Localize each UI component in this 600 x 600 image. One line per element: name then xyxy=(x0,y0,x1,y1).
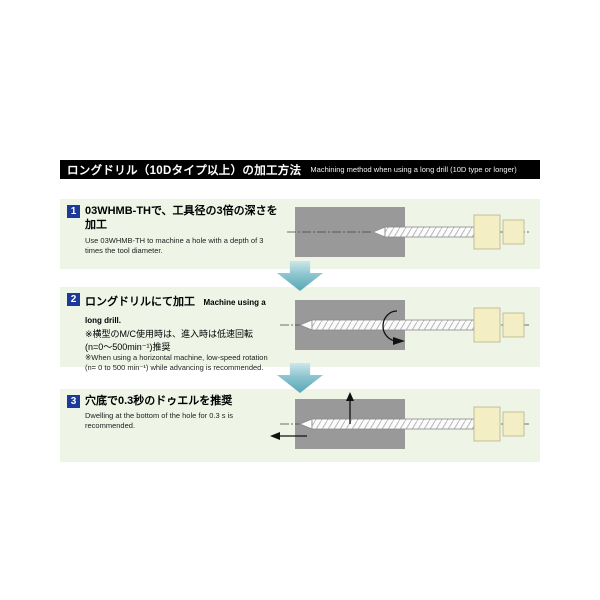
step2-note-en-1: ※When using a horizontal machine, low-sp… xyxy=(85,353,268,363)
step-panel-3: 3 穴底で0.3秒のドゥエルを推奨 Dwelling at the bottom… xyxy=(60,389,540,462)
tool-holder xyxy=(473,307,525,343)
step1-text: 1 03WHMB-THで、工具径の3倍の深さを加工 Use 03WHMB-TH … xyxy=(67,204,282,256)
retract-arrow-icon xyxy=(270,431,307,440)
step2-diagram xyxy=(280,300,529,350)
step1-number-badge: 1 xyxy=(67,205,80,218)
header-bar: ロングドリル（10Dタイプ以上）の加工方法 Machining method w… xyxy=(60,160,540,179)
step-panel-1: 1 03WHMB-THで、工具径の3倍の深さを加工 Use 03WHMB-TH … xyxy=(60,199,540,269)
step1-diagram xyxy=(287,207,529,257)
step2-note-jp-2: (n=0〜500min⁻¹)推奨 xyxy=(85,341,171,352)
step3-desc-en: Dwelling at the bottom of the hole for 0… xyxy=(85,411,233,431)
step3-number-badge: 3 xyxy=(67,395,80,408)
step3-text: 3 穴底で0.3秒のドゥエルを推奨 Dwelling at the bottom… xyxy=(67,394,282,432)
step2-title-jp: ロングドリルにて加工 xyxy=(85,296,195,308)
step2-title-en: Machine using a long drill. xyxy=(85,298,266,325)
tool-holder xyxy=(473,406,525,441)
drill-bit xyxy=(371,226,475,238)
step1-desc-en: Use 03WHMB-TH to machine a hole with a d… xyxy=(85,235,264,255)
drill-bit xyxy=(298,417,475,430)
step2-number-badge: 2 xyxy=(67,293,80,306)
step2-note-en-2: (n= 0 to 500 min⁻¹) while advancing is r… xyxy=(85,362,264,372)
step3-diagram xyxy=(270,391,529,449)
step2-note-jp-1: ※横型のM/C使用時は、進入時は低速回転 xyxy=(85,329,254,339)
step2-text: 2 ロングドリルにて加工 Machine using a long drill.… xyxy=(67,292,282,373)
header-title-en: Machining method when using a long drill… xyxy=(310,165,517,174)
header-title-jp: ロングドリル（10Dタイプ以上）の加工方法 xyxy=(67,164,302,177)
step3-title-jp: 穴底で0.3秒のドゥエルを推奨 xyxy=(85,395,233,407)
tool-holder xyxy=(473,214,525,250)
step-panel-2: 2 ロングドリルにて加工 Machine using a long drill.… xyxy=(60,287,540,372)
step1-title-jp: 03WHMB-THで、工具径の3倍の深さを加工 xyxy=(85,205,278,232)
up-arrow-icon xyxy=(346,391,354,424)
drill-bit xyxy=(298,319,475,331)
rotation-arrow-icon xyxy=(382,310,405,345)
